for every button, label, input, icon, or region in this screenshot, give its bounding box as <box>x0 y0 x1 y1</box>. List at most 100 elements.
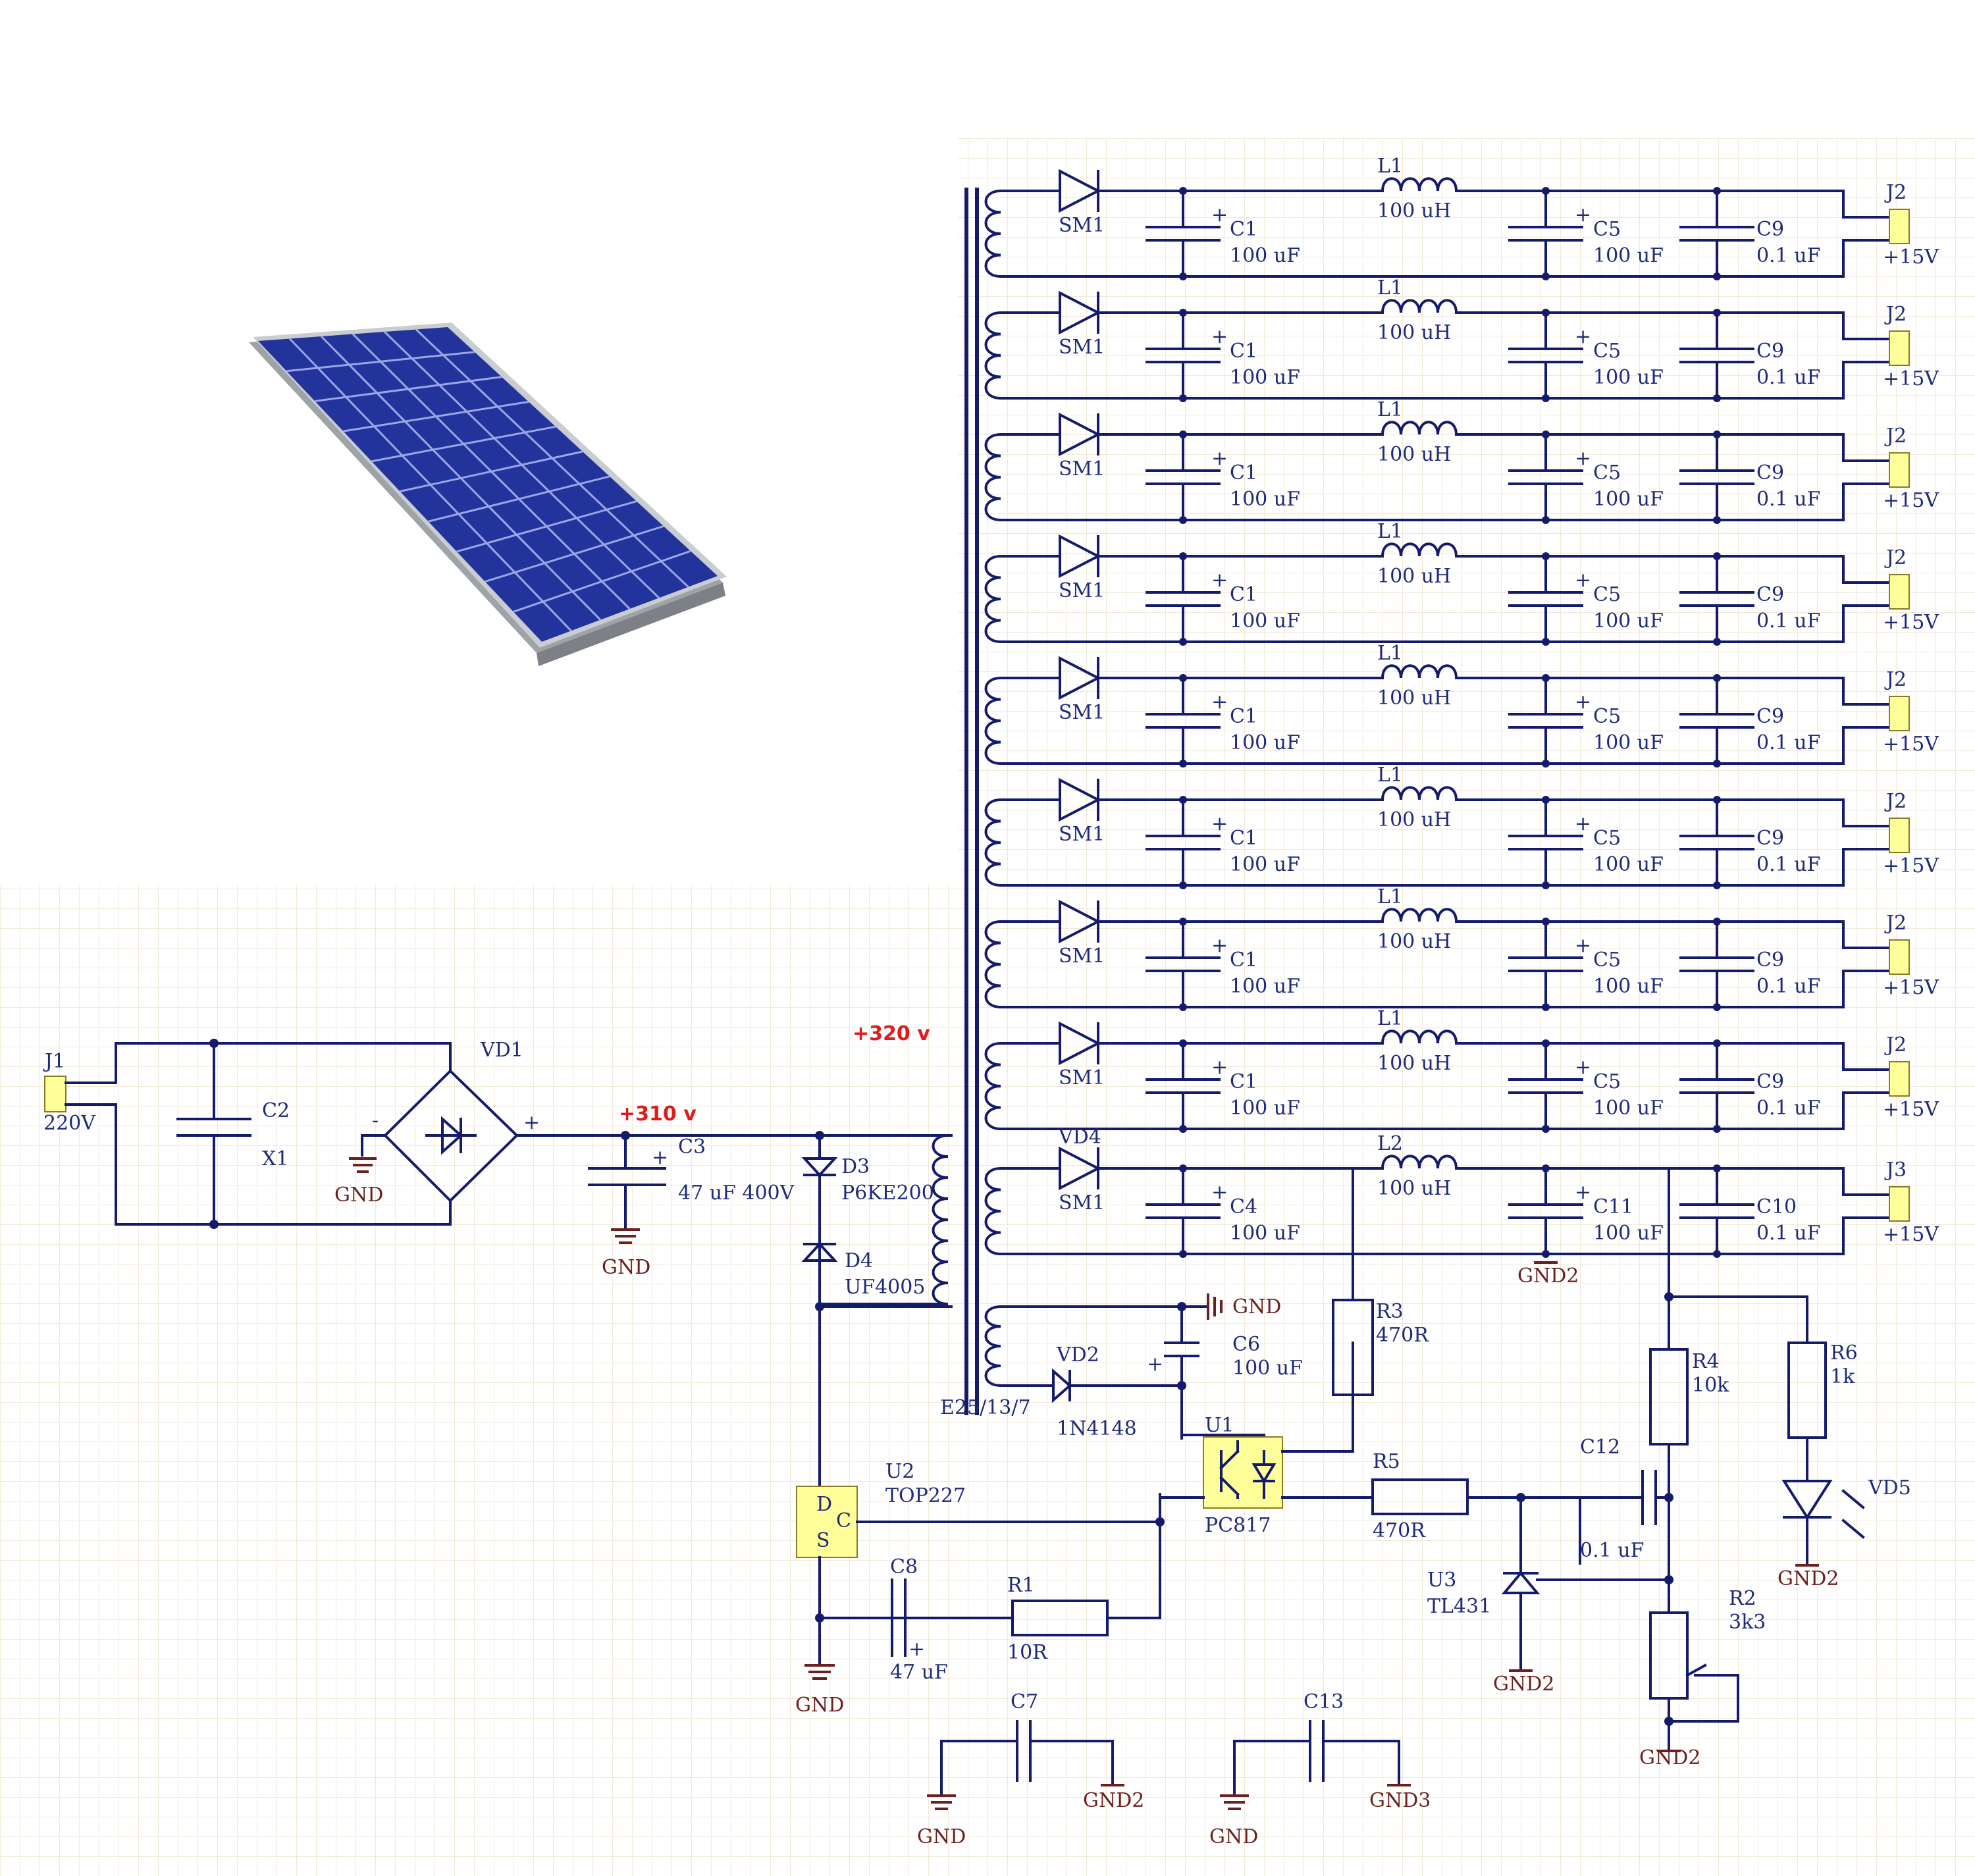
c3-value: 47 uF 400V <box>678 1182 795 1205</box>
led-emission-icon <box>1841 1489 1865 1539</box>
diode-label: SM1 <box>1059 457 1105 481</box>
polarity-plus: + <box>1211 203 1228 226</box>
inductor-label: L2 <box>1377 1132 1403 1155</box>
aux-winding: GND C6 100 uF + VD2 1N4148 <box>984 1293 1303 1440</box>
cap1-value: 100 uF <box>1230 1222 1300 1245</box>
cap2-label: C5 <box>1593 827 1621 850</box>
bridge-rectifier-vd1: VD1 - + GND <box>334 1039 627 1207</box>
c3-ground-label: GND <box>602 1256 650 1279</box>
c7-label: C7 <box>1011 1690 1038 1713</box>
u1-part: PC817 <box>1205 1514 1271 1537</box>
y-capacitors: C7 GND GND2 C13 GND GND3 <box>917 1690 1431 1848</box>
voltage-label: +15V <box>1883 489 1939 512</box>
cap3-label: C9 <box>1756 583 1784 606</box>
polarity-plus: + <box>1211 690 1228 714</box>
connector-label: J2 <box>1884 790 1907 813</box>
connector-label: J2 <box>1884 912 1907 935</box>
polarity-plus: + <box>1211 812 1228 835</box>
cap2-label: C11 <box>1593 1195 1633 1218</box>
connector-label: J3 <box>1884 1159 1907 1182</box>
clamp-diodes: D3 P6KE200 D4 UF4005 <box>801 1131 953 1311</box>
polarity-plus: + <box>1575 203 1591 226</box>
inductor-value: 100 uH <box>1377 565 1451 588</box>
inductor-value: 100 uH <box>1377 930 1451 953</box>
cap2-label: C5 <box>1593 340 1621 363</box>
cap3-label: C9 <box>1756 949 1784 972</box>
voltage-label: +15V <box>1883 611 1939 634</box>
optocoupler-u1: U1 PC817 <box>1159 1342 1374 1537</box>
cap2-label: C5 <box>1593 461 1621 484</box>
cap1-label: C1 <box>1230 461 1257 484</box>
voltage-label: +15V <box>1883 1223 1939 1246</box>
controller-u2: D C S U2 TOP227 R1 10R C8 47 uF + GND <box>795 1305 1165 1717</box>
r5-label: R5 <box>1373 1450 1400 1473</box>
c7-right-ground: GND2 <box>1083 1789 1144 1812</box>
vd5-ground-label: GND2 <box>1778 1567 1839 1590</box>
cap3-label: C9 <box>1756 340 1784 363</box>
inductor-value: 100 uH <box>1377 687 1451 710</box>
ground-icon <box>611 1228 640 1244</box>
feedback-network: R3 470R R5 470R C12 0.1 uF U3 TL431 GND2… <box>1332 1167 1911 1769</box>
inductor-label: L1 <box>1377 1007 1403 1030</box>
u2-pin-d: D <box>816 1493 832 1516</box>
polarity-plus: + <box>1575 447 1591 470</box>
cap2-label: C5 <box>1593 218 1621 241</box>
ground-icon <box>1207 1293 1223 1320</box>
u3-ground-label: GND2 <box>1493 1673 1554 1696</box>
inductor-label: L1 <box>1377 276 1403 300</box>
inductor-value: 100 uH <box>1377 321 1451 344</box>
cap3-label: C10 <box>1756 1195 1797 1218</box>
vd2-part: 1N4148 <box>1057 1417 1137 1440</box>
polarity-plus: + <box>1211 934 1228 957</box>
d4-part: UF4005 <box>845 1276 925 1299</box>
connector-label: J2 <box>1884 181 1907 204</box>
cap2-label: C5 <box>1593 705 1621 728</box>
polarity-plus: + <box>1211 447 1228 470</box>
cap1-label: C1 <box>1230 1070 1257 1093</box>
cap1-value: 100 uF <box>1230 488 1300 511</box>
diode-label: SM1 <box>1059 701 1105 724</box>
cap2-value: 100 uF <box>1593 1097 1664 1120</box>
input-connector-j1: J1 220V <box>43 1042 452 1226</box>
output-connector-pin <box>1889 1186 1910 1222</box>
inductor-value: 100 uH <box>1377 808 1451 831</box>
cap1-label: C4 <box>1230 1195 1257 1218</box>
c2-type: X1 <box>262 1147 288 1170</box>
output-connector-pin <box>1889 939 1910 975</box>
u2-label: U2 <box>885 1460 914 1483</box>
inductor-label: L1 <box>1377 398 1403 421</box>
output-connector-pin <box>1889 209 1910 244</box>
j1-voltage: 220V <box>43 1112 96 1135</box>
ground-icon <box>1220 1794 1249 1810</box>
vd1-minus: - <box>372 1109 379 1132</box>
c13-left-ground: GND <box>1209 1825 1258 1848</box>
diode-label: SM1 <box>1059 1191 1105 1214</box>
u2-ground-label: GND <box>795 1694 844 1717</box>
vd1-label: VD1 <box>480 1039 523 1062</box>
cap2-value: 100 uF <box>1593 488 1664 511</box>
u2-part: TOP227 <box>885 1484 966 1507</box>
vd5-label: VD5 <box>1868 1476 1911 1499</box>
c6-value: 100 uF <box>1232 1357 1303 1380</box>
cap2-value: 100 uF <box>1593 1222 1664 1245</box>
cap3-value: 0.1 uF <box>1756 366 1820 389</box>
voltage-label: +15V <box>1883 854 1939 877</box>
polarity-plus: + <box>1575 1181 1591 1204</box>
bus-voltage-310: +310 v <box>619 1103 697 1126</box>
polarity-plus: + <box>1211 1056 1228 1079</box>
c6-plus: + <box>1147 1353 1163 1376</box>
voltage-label: +15V <box>1883 976 1939 999</box>
cap1-value: 100 uF <box>1230 1097 1300 1120</box>
cap3-value: 0.1 uF <box>1756 244 1820 267</box>
cap3-value: 0.1 uF <box>1756 488 1820 511</box>
cap1-label: C1 <box>1230 827 1257 850</box>
capacitor-c3: + C3 47 uF 400V GND <box>588 1131 953 1279</box>
r6-label: R6 <box>1830 1342 1858 1365</box>
